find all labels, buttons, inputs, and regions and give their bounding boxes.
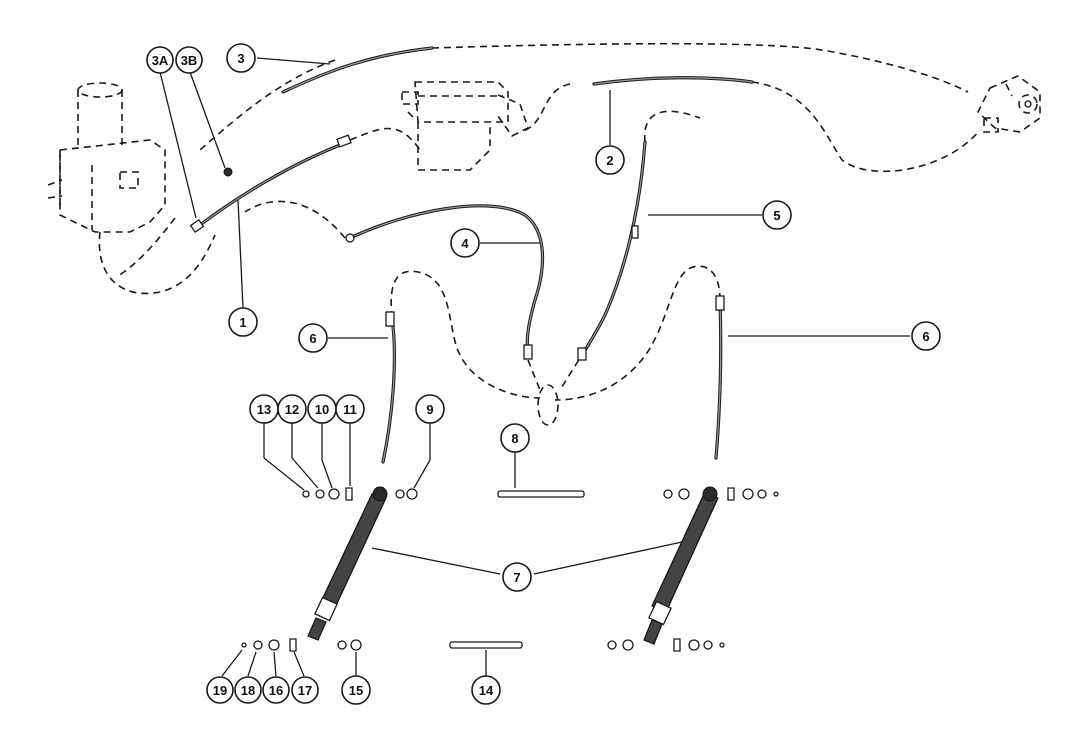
right-fitting-assembly: [977, 75, 1041, 133]
hose-4: [348, 204, 545, 354]
trim-cylinders: [307, 486, 719, 645]
callout-label: 7: [513, 570, 520, 585]
callout-label: 11: [343, 402, 357, 417]
callout-13: 13: [249, 394, 279, 424]
callout-label: 19: [213, 683, 227, 698]
hose-lines: [189, 46, 754, 464]
callout-label: 17: [298, 683, 312, 698]
callout-3: 3: [226, 43, 256, 73]
callout-16: 16: [262, 676, 290, 704]
callout-15: 15: [341, 675, 371, 705]
pin-14: [449, 641, 523, 649]
callout-19: 19: [206, 676, 234, 704]
cylinder-right: [651, 493, 719, 613]
callout-7: 7: [502, 562, 532, 592]
callout-4: 4: [450, 228, 480, 258]
callout-3b: 3B: [175, 46, 203, 74]
callout-label: 2: [606, 153, 613, 168]
callout-label: 1: [239, 315, 246, 330]
callout-label: 3: [237, 51, 244, 66]
control-valve-assembly: [401, 81, 529, 171]
callout-6-right: 6: [911, 321, 941, 351]
callout-17: 17: [291, 676, 319, 704]
dashed-routing: [117, 42, 981, 426]
callout-label: 10: [315, 402, 329, 417]
callout-1: 1: [228, 307, 258, 337]
callout-label: 12: [285, 402, 299, 417]
callout-label: 15: [349, 683, 363, 698]
callout-label: 5: [773, 208, 780, 223]
callout-label: 3B: [181, 53, 198, 68]
small-hardware: [241, 487, 779, 652]
callout-12: 12: [277, 394, 307, 424]
callout-10: 10: [307, 394, 337, 424]
leader-lines: [159, 57, 910, 677]
callout-label: 4: [461, 236, 469, 251]
callout-label: 9: [426, 402, 433, 417]
hose-3: [281, 46, 434, 94]
callout-label: 18: [241, 683, 255, 698]
callout-label: 8: [511, 431, 518, 446]
pump-motor-assembly: [47, 82, 216, 295]
callout-11: 11: [335, 394, 365, 424]
callout-8: 8: [500, 423, 530, 453]
callout-9: 9: [415, 394, 445, 424]
callout-label: 16: [269, 683, 283, 698]
callout-6-left: 6: [298, 323, 328, 353]
callout-3a: 3A: [146, 46, 174, 74]
callout-5: 5: [762, 200, 792, 230]
callout-label: 6: [309, 331, 316, 346]
callout-18: 18: [234, 676, 262, 704]
callout-label: 13: [257, 402, 271, 417]
callout-label: 6: [922, 329, 929, 344]
callout-label: 3A: [152, 53, 169, 68]
callout-14: 14: [471, 675, 501, 705]
callout-2: 2: [595, 145, 625, 175]
callout-label: 14: [479, 683, 494, 698]
pin-8: [497, 490, 585, 498]
cylinder-left: [319, 493, 387, 611]
